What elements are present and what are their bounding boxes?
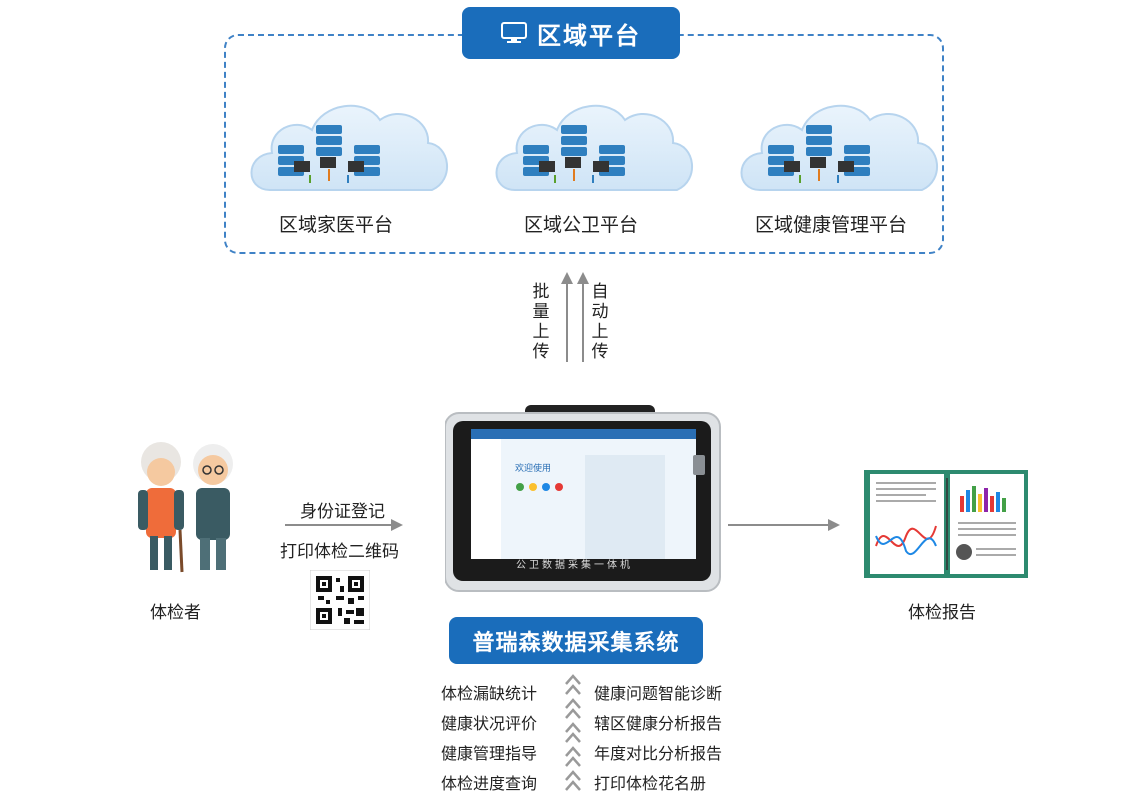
region-platform-title: 区域平台 [537,21,641,50]
feature-item: 打印体检花名册 [594,774,707,793]
right-feature-list: 健康问题智能诊断 辖区健康分析报告 年度对比分析报告 打印体检花名册 [594,679,722,799]
elderly-couple-icon [138,442,233,573]
upload-arrows-icon [561,272,589,362]
feature-item: 健康状况评价 [441,714,538,733]
platform-label-1: 区域家医平台 [278,214,393,236]
feature-item: 健康问题智能诊断 [594,684,723,703]
id-registration-label: 身份证登记 [300,502,385,522]
monitor-icon [501,22,527,43]
feature-item: 体检漏缺统计 [441,684,538,703]
feature-item: 辖区健康分析报告 [594,714,723,733]
arrow-right-icon-2 [728,519,840,531]
cloud-server-icon-1 [250,104,449,191]
chevron-up-stack-icon [565,674,581,791]
cloud-server-icon-2 [495,104,694,191]
report-label: 体检报告 [908,603,976,623]
feature-item: 体检进度查询 [441,774,538,793]
feature-item: 年度对比分析报告 [594,744,723,763]
platform-label-2: 区域公卫平台 [523,214,638,236]
health-report-icon [864,470,1028,578]
system-title-banner: 普瑞森数据采集系统 [449,617,703,664]
region-platform-header: 区域平台 [462,7,680,59]
device-screen-title: 欢迎使用 [515,464,552,474]
arrow-right-icon-1 [285,519,403,531]
feature-item: 健康管理指导 [441,744,538,763]
auto-upload-label: 自 动 上 传 [591,282,609,362]
cloud-server-icon-3 [740,104,939,191]
qr-code-icon [310,570,370,630]
batch-upload-label: 批 量 上 传 [532,282,550,362]
collection-device-icon [445,405,721,592]
left-feature-list: 体检漏缺统计 健康状况评价 健康管理指导 体检进度查询 [441,679,537,799]
print-qrcode-label: 打印体检二维码 [280,542,399,562]
platform-label-3: 区域健康管理平台 [754,214,907,236]
device-bezel-text: 公卫数据采集一体机 [516,560,633,571]
examinee-label: 体检者 [150,603,201,623]
